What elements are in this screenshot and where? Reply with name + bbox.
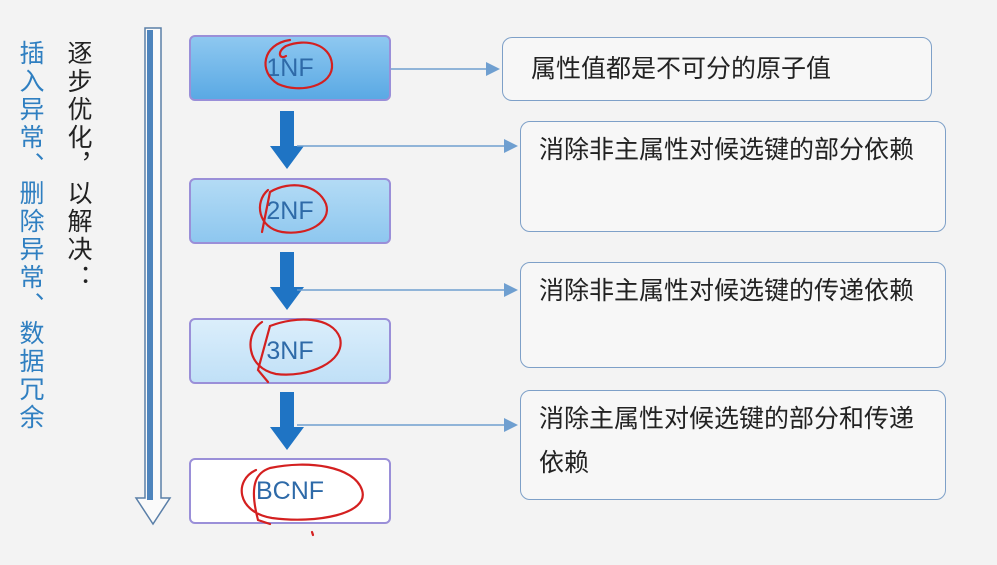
- problems-label: 插入异常、删除异常、数据冗余: [16, 40, 45, 432]
- nf-box-3nf: 3NF: [189, 318, 391, 384]
- nf-box-1nf: 1NF: [189, 35, 391, 101]
- nf-label: 2NF: [266, 196, 314, 225]
- description-1nf: 属性值都是不可分的原子值: [502, 37, 932, 101]
- description-bcnf: 消除主属性对候选键的部分和传递依赖: [520, 390, 946, 500]
- description-2nf: 消除非主属性对候选键的部分依赖: [520, 121, 946, 232]
- down-arrow-1: [270, 111, 304, 169]
- nf-box-2nf: 2NF: [189, 178, 391, 244]
- optimize-label: 逐步优化，以解决：: [64, 40, 93, 292]
- nf-label: 3NF: [266, 336, 314, 365]
- down-arrow-2: [270, 252, 304, 310]
- down-arrow-3: [270, 392, 304, 450]
- nf-label: BCNF: [255, 476, 325, 505]
- description-3nf: 消除非主属性对候选键的传递依赖: [520, 262, 946, 368]
- nf-box-bcnf: BCNF: [189, 458, 391, 524]
- nf-label: 1NF: [266, 53, 314, 82]
